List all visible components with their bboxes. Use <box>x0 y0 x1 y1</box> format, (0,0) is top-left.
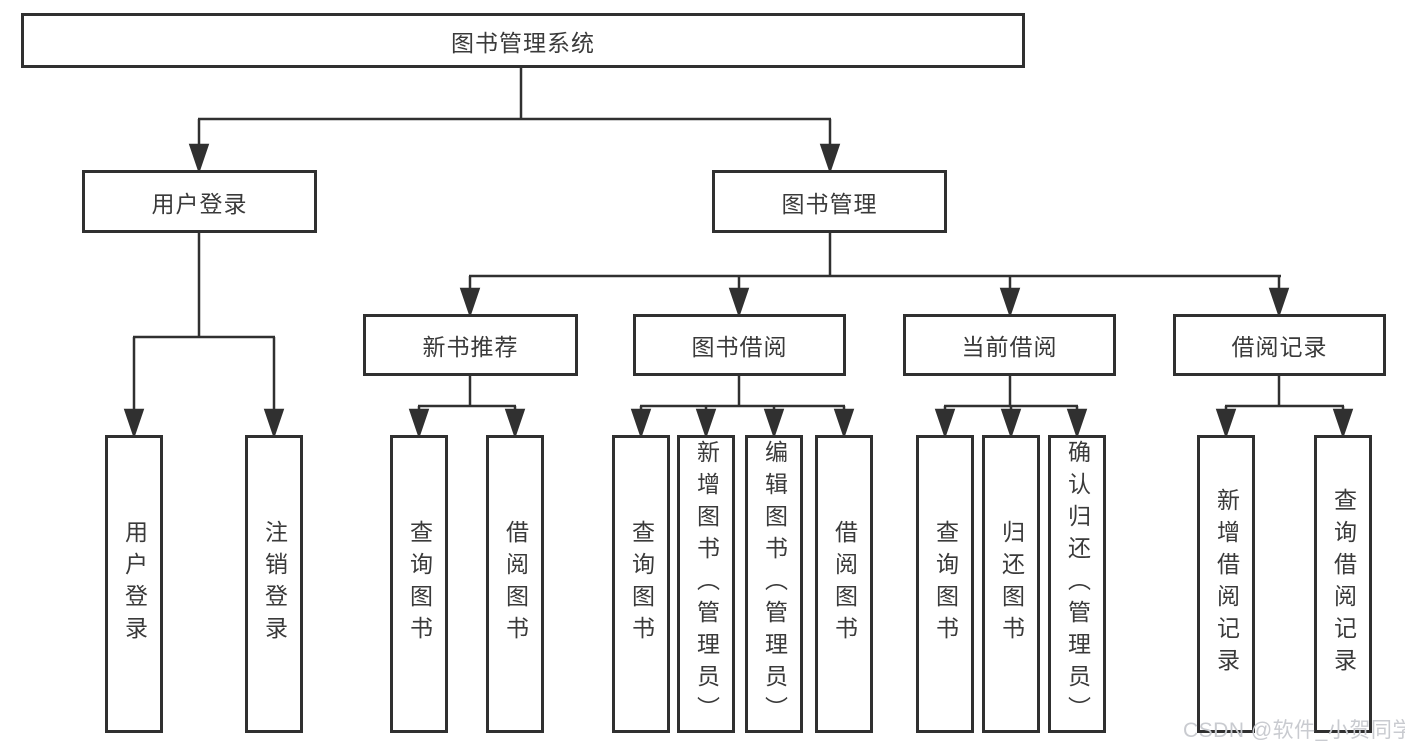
leaf-return-books: 归还图书 <box>982 435 1040 733</box>
node-new-book-recommend-label: 新书推荐 <box>422 334 519 360</box>
node-book-management-label: 图书管理 <box>781 190 878 217</box>
node-current-borrow: 当前借阅 <box>903 314 1116 376</box>
node-current-borrow-label: 当前借阅 <box>961 334 1058 360</box>
leaf-add-books-admin: 新增图书（管理员） <box>677 435 735 733</box>
node-root: 图书管理系统 <box>21 13 1025 68</box>
leaf-add-books-admin-label: 新增图书（管理员） <box>693 440 720 728</box>
leaf-borrow-books-recommend-label: 借阅图书 <box>502 520 529 648</box>
leaf-edit-books-admin: 编辑图书（管理员） <box>745 435 803 733</box>
node-root-label: 图书管理系统 <box>451 29 595 56</box>
edges-root-to-level2 <box>188 66 841 174</box>
leaf-query-books-recommend-label: 查询图书 <box>406 520 433 648</box>
leaf-confirm-return-admin: 确认归还（管理员） <box>1048 435 1106 733</box>
edges-user-login-to-leaves <box>123 233 285 439</box>
leaf-return-books-label: 归还图书 <box>998 520 1025 648</box>
leaf-query-borrow-record: 查询借阅记录 <box>1314 435 1372 733</box>
watermark: CSDN @软件_小贺同学 <box>1183 719 1405 742</box>
node-book-borrow-label: 图书借阅 <box>691 334 788 360</box>
leaf-borrow-books-borrow: 借阅图书 <box>815 435 873 733</box>
leaf-query-books-current-label: 查询图书 <box>932 520 959 648</box>
edges-book-borrow-to-leaves <box>630 376 855 439</box>
leaf-query-books-recommend: 查询图书 <box>390 435 448 733</box>
leaf-user-login-label: 用户登录 <box>121 520 148 648</box>
node-book-management: 图书管理 <box>712 170 947 233</box>
leaf-logout-label: 注销登录 <box>261 520 288 648</box>
leaf-query-books-current: 查询图书 <box>916 435 974 733</box>
edges-current-borrow-to-leaves <box>934 376 1088 439</box>
leaf-logout: 注销登录 <box>245 435 303 733</box>
leaf-borrow-books-borrow-label: 借阅图书 <box>831 520 858 648</box>
node-book-borrow: 图书借阅 <box>633 314 846 376</box>
node-borrow-records: 借阅记录 <box>1173 314 1386 376</box>
leaf-query-books-borrow: 查询图书 <box>612 435 670 733</box>
leaf-user-login: 用户登录 <box>105 435 163 733</box>
leaf-add-borrow-record: 新增借阅记录 <box>1197 435 1255 733</box>
leaf-query-borrow-record-label: 查询借阅记录 <box>1330 488 1357 680</box>
leaf-add-borrow-record-label: 新增借阅记录 <box>1213 488 1240 680</box>
edges-borrow-records-to-leaves <box>1215 376 1354 439</box>
node-new-book-recommend: 新书推荐 <box>363 314 578 376</box>
leaf-edit-books-admin-label: 编辑图书（管理员） <box>761 440 788 728</box>
leaf-borrow-books-recommend: 借阅图书 <box>486 435 544 733</box>
leaf-confirm-return-admin-label: 确认归还（管理员） <box>1064 440 1091 728</box>
edges-book-management-to-level3 <box>459 233 1290 318</box>
node-user-login-label: 用户登录 <box>151 190 248 217</box>
leaf-query-books-borrow-label: 查询图书 <box>628 520 655 648</box>
node-user-login: 用户登录 <box>82 170 317 233</box>
node-borrow-records-label: 借阅记录 <box>1231 334 1328 360</box>
edges-new-book-recommend-to-leaves <box>408 376 526 439</box>
